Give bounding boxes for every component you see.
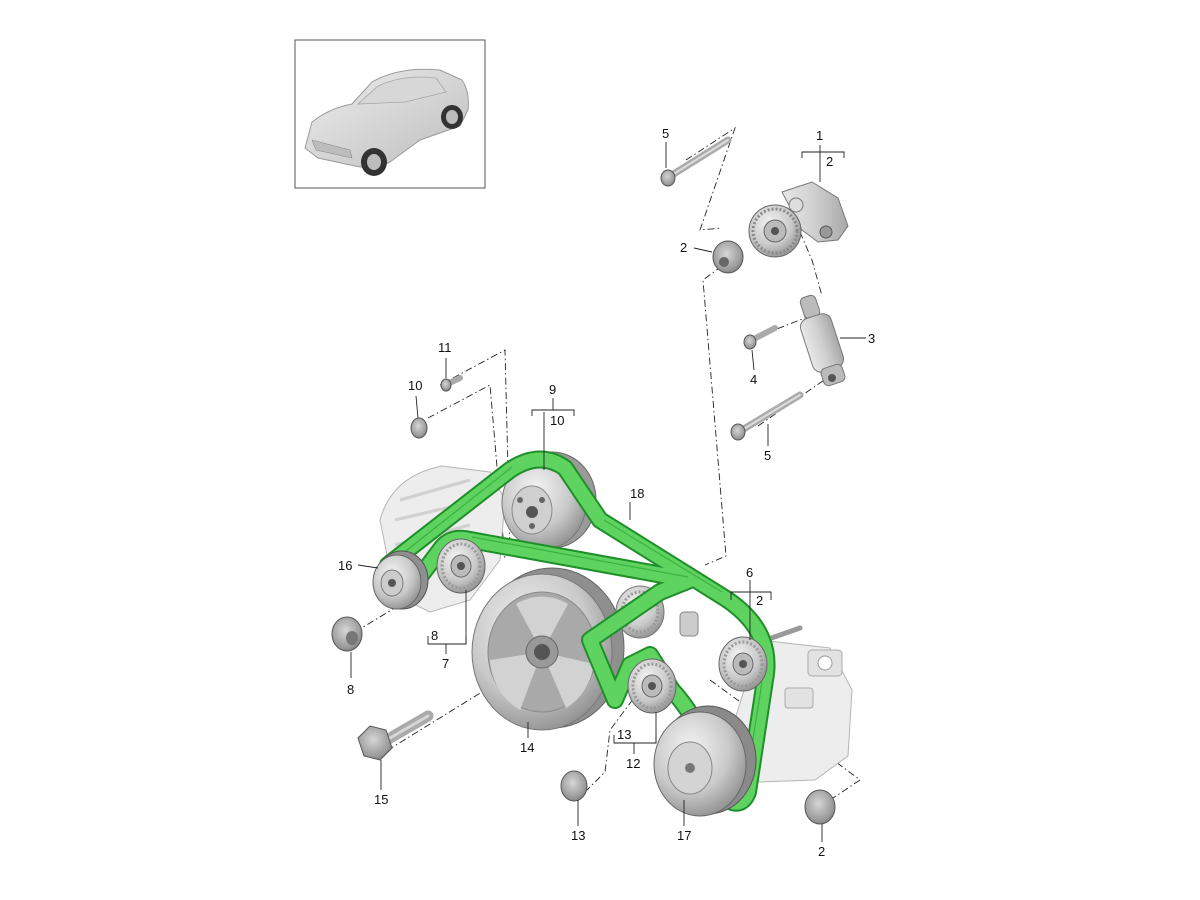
ac-compressor-pulley xyxy=(653,705,757,817)
cap-small xyxy=(410,417,428,439)
crankshaft-pulley xyxy=(471,567,625,731)
callout-12: 12 xyxy=(626,756,640,771)
callout-2-bottom: 2 xyxy=(818,844,825,859)
callout-16: 16 xyxy=(338,558,352,573)
callout-4: 4 xyxy=(750,372,757,387)
alternator-pulley xyxy=(372,550,429,610)
crankshaft-bolt xyxy=(357,710,434,761)
callout-13: 13 xyxy=(571,828,585,843)
bolt-long-top xyxy=(660,136,732,187)
callout-15: 15 xyxy=(374,792,388,807)
bolt-long-bottom xyxy=(730,391,804,441)
callout-2-top: 2 xyxy=(680,240,687,255)
callout-17: 17 xyxy=(677,828,691,843)
callout-11: 11 xyxy=(438,340,452,355)
callout-14: 14 xyxy=(520,740,534,755)
callout-8: 8 xyxy=(347,682,354,697)
cap-idler-lower xyxy=(560,770,588,802)
leader-lines xyxy=(350,142,866,842)
tensioner-damper xyxy=(799,294,846,387)
callout-12-sub: 13 xyxy=(617,727,631,742)
callout-6-sub: 2 xyxy=(756,593,763,608)
callout-5-bottom: 5 xyxy=(764,448,771,463)
cap-idler-right xyxy=(804,789,836,825)
cap-idler-left xyxy=(331,616,363,652)
cap-washer-top xyxy=(712,240,744,274)
callout-18: 18 xyxy=(630,486,644,501)
callout-5-top: 5 xyxy=(662,126,669,141)
vehicle-thumbnail xyxy=(294,39,486,189)
idler-pulley-right xyxy=(718,636,768,692)
idler-pulley-lower xyxy=(627,658,677,714)
callout-9: 9 xyxy=(549,382,556,397)
callout-9-sub: 10 xyxy=(550,413,564,428)
callout-6: 6 xyxy=(746,565,753,580)
idler-pulley-left xyxy=(436,538,486,594)
belt-tensioner-assembly xyxy=(748,181,849,258)
callout-7-sub: 8 xyxy=(431,628,438,643)
bolt-short xyxy=(743,325,778,350)
callout-3: 3 xyxy=(868,331,875,346)
callout-7: 7 xyxy=(442,656,449,671)
callout-1: 1 xyxy=(816,128,823,143)
vehicle-suv-icon xyxy=(304,68,469,176)
callout-labels: 1 2 2 3 4 5 5 6 2 7 8 8 9 10 10 11 12 13… xyxy=(338,126,875,859)
bolt-small xyxy=(440,375,463,392)
callout-10: 10 xyxy=(408,378,422,393)
callout-1-sub: 2 xyxy=(826,154,833,169)
